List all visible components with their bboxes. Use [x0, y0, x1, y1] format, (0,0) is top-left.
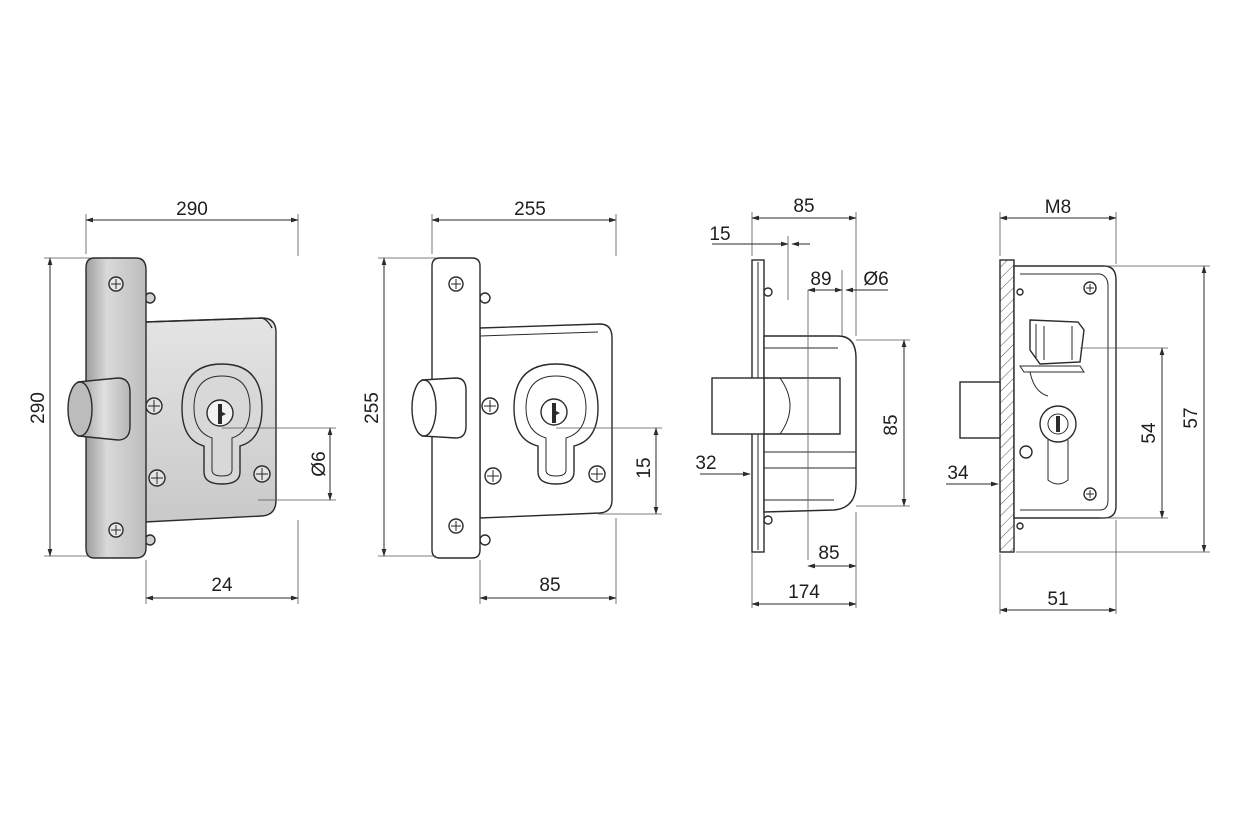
view2-right-label: 15 [634, 457, 655, 478]
cylinder-keyhole-icon [1039, 405, 1077, 485]
plate-screw-icon [108, 276, 124, 538]
view1-hole-label: Ø6 [309, 451, 330, 476]
view2-bottom-label: 85 [539, 575, 560, 596]
view3-top-label: 85 [793, 196, 814, 217]
body-screw-icon [145, 397, 271, 487]
view3-inner-label: 85 [818, 543, 839, 564]
bolt-knob [411, 377, 467, 439]
view4-thread-label: M8 [1045, 197, 1071, 218]
body-screw-icon [481, 397, 606, 485]
view4-left-label: 34 [947, 463, 969, 484]
view3-side [711, 259, 857, 553]
view3-left-label: 32 [695, 453, 716, 474]
view3-hole-label: Ø6 [863, 269, 888, 290]
view2-width-label: 255 [514, 199, 546, 220]
view1-height-label: 290 [28, 392, 49, 424]
view3-height-label: 85 [881, 414, 902, 435]
view4-inner-height-label: 54 [1139, 422, 1160, 444]
cylinder-keyhole-icon [181, 363, 263, 485]
view2-height-label: 255 [362, 392, 383, 424]
bolt-knob [67, 377, 131, 441]
view1-dimensions: 290 290 24 Ø6 [28, 199, 336, 604]
plate-screw-icon [448, 276, 464, 534]
view2-dimensions: 255 255 85 15 [362, 199, 662, 604]
view1-width-label: 290 [176, 199, 208, 220]
view3-bottom-label: 174 [788, 582, 820, 603]
view4-bottom-label: 51 [1047, 589, 1068, 610]
latch-mechanism [1019, 319, 1085, 397]
cylinder-keyhole-icon [513, 363, 599, 485]
view4-outer-height-label: 57 [1181, 407, 1202, 428]
view4-section [959, 259, 1117, 553]
view1-lock [67, 257, 277, 559]
view3-dimensions: 85 15 89 Ø6 85 32 85 174 [695, 196, 910, 608]
view3-mid-label: 89 [810, 269, 831, 290]
view3-offset-label: 15 [709, 224, 730, 245]
view2-lock [411, 257, 613, 559]
view1-bottom-label: 24 [211, 575, 233, 596]
view4-dimensions: M8 54 57 34 51 [946, 197, 1210, 614]
